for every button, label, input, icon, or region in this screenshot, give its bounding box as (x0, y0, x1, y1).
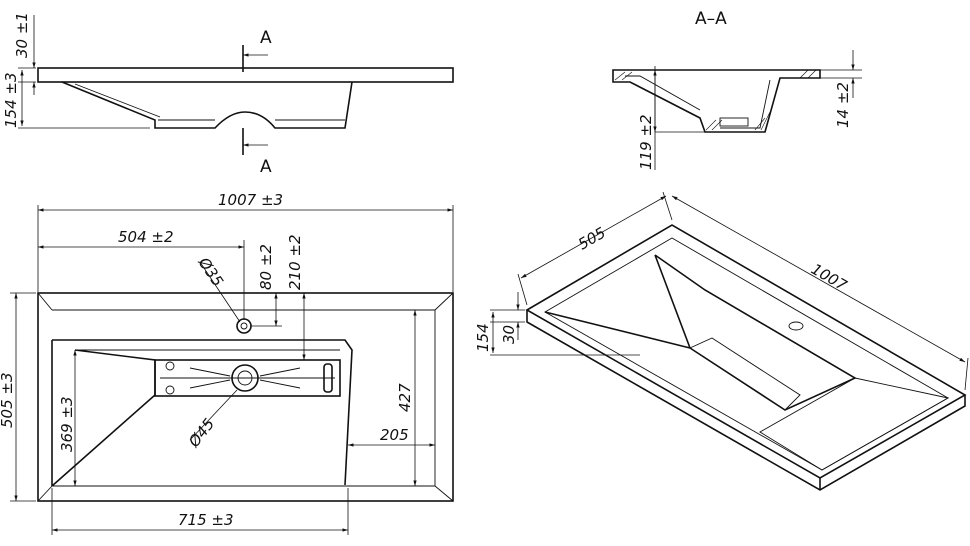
iso-faucet-hole (788, 321, 804, 331)
dim-section-119: 119 ±2 (637, 114, 655, 170)
dim-hole-80: 80 ±2 (257, 244, 275, 290)
iso-top-face (525, 224, 967, 479)
section-profile (612, 69, 821, 133)
dim-drain-dia-45: Ø45 (184, 415, 218, 451)
dim-height-154: 154 ±3 (2, 72, 20, 128)
drain-hole (231, 364, 259, 392)
section-view: A–A 119 ±2 14 ±2 (612, 9, 862, 170)
iso-dim-154: 154 (474, 323, 492, 352)
dim-bowl-715: 715 ±3 (178, 511, 234, 529)
side-view-slab (37, 67, 454, 83)
dim-thickness-30: 30 ±1 (13, 12, 31, 58)
dim-section-14: 14 ±2 (834, 82, 852, 128)
dim-shelf-205: 205 (380, 426, 409, 444)
iso-bowl (544, 254, 857, 411)
dim-width-1007: 1007 ±3 (218, 191, 283, 209)
side-view-bowl (61, 81, 353, 129)
side-view: A A 30 ±1 154 ±3 (2, 12, 454, 177)
dim-bowl-369: 369 ±3 (58, 396, 76, 452)
drain-channel (154, 359, 341, 397)
section-letter-bottom: A (260, 157, 272, 177)
dim-depth-505: 505 ±3 (0, 372, 16, 428)
dim-hole-dia-35: Ø35 (194, 253, 227, 290)
dim-drain-210: 210 ±2 (286, 234, 304, 290)
iso-dim-1007: 1007 (808, 260, 850, 295)
top-view-outline (37, 292, 454, 502)
section-letter-top: A (260, 28, 272, 48)
top-view: 1007 ±3 504 ±2 Ø35 80 ±2 210 ±2 505 ±3 3… (0, 191, 454, 535)
iso-dim-30: 30 (500, 325, 518, 344)
bowl-outline (51, 339, 353, 487)
dim-hole-504: 504 ±2 (118, 228, 174, 246)
dim-shelf-427: 427 (396, 383, 414, 412)
iso-dim-505: 505 (575, 224, 609, 254)
isometric-view: 505 1007 154 30 (474, 191, 969, 491)
section-title: A–A (695, 9, 727, 29)
